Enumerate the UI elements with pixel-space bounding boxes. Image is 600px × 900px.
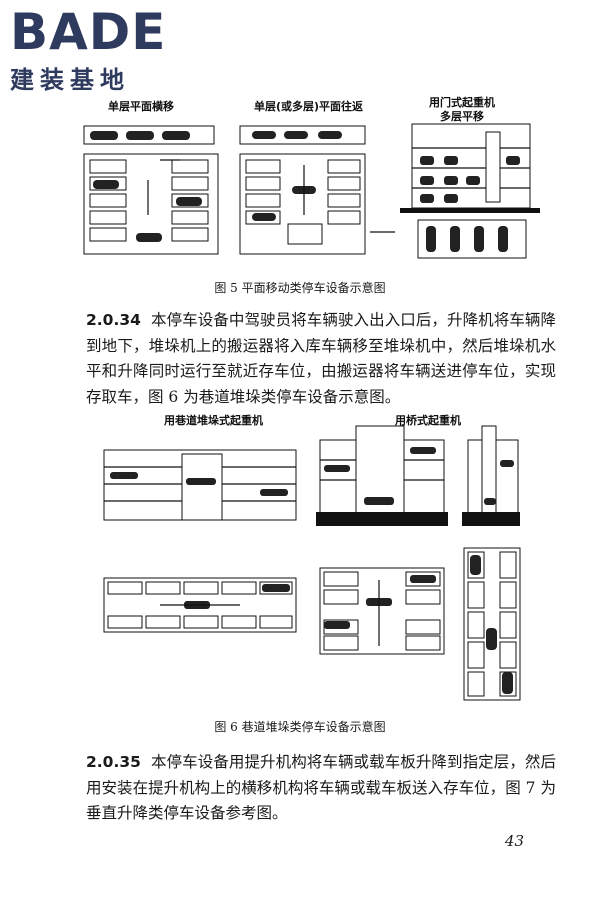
figure5-caption: 图 5 平面移动类停车设备示意图: [214, 281, 386, 295]
logo-wordmark: BADE: [10, 3, 167, 61]
page-number: 43: [504, 832, 524, 850]
figure5-diagram: [83, 123, 540, 259]
clause-text: 本停车设备用提升机构将车辆或载车板升降到指定层，然后用安装在提升机构上的横移机构…: [86, 753, 556, 822]
figure6-diagram: [103, 425, 521, 701]
clause-number: 2.0.34: [86, 311, 141, 329]
clause-number: 2.0.35: [86, 753, 141, 771]
fig5-panel-gantry-crane: [400, 123, 540, 259]
fig5-label-4: 多层平移: [440, 110, 484, 123]
fig5-label-3: 用门式起重机: [429, 96, 495, 109]
fig6-narrow-plan: [463, 547, 521, 701]
fig6-bridge-crane-elevation: [316, 425, 520, 526]
logo: BADE 建装基地: [10, 6, 166, 95]
fig6-aisle-stacker-elevation: [103, 449, 297, 521]
fig5-label-1: 单层平面横移: [108, 100, 174, 113]
figure6-caption: 图 6 巷道堆垛类停车设备示意图: [214, 720, 386, 734]
fig6-bridge-crane-plan: [319, 567, 445, 655]
fig5-panel-multi-layer-shuttle: [239, 125, 395, 255]
fig5-label-2: 单层(或多层)平面往返: [254, 100, 364, 113]
fig6-aisle-stacker-plan: [103, 577, 297, 633]
logo-subtitle: 建装基地: [10, 66, 130, 94]
fig6-label-2: 用桥式起重机: [395, 414, 461, 427]
fig5-panel-single-layer: [83, 125, 219, 255]
clause-text: 本停车设备中驾驶员将车辆驶入出入口后，升降机将车辆降到地下，堆垛机上的搬运器将入…: [86, 311, 556, 406]
fig6-label-1: 用巷道堆垛式起重机: [164, 414, 263, 427]
